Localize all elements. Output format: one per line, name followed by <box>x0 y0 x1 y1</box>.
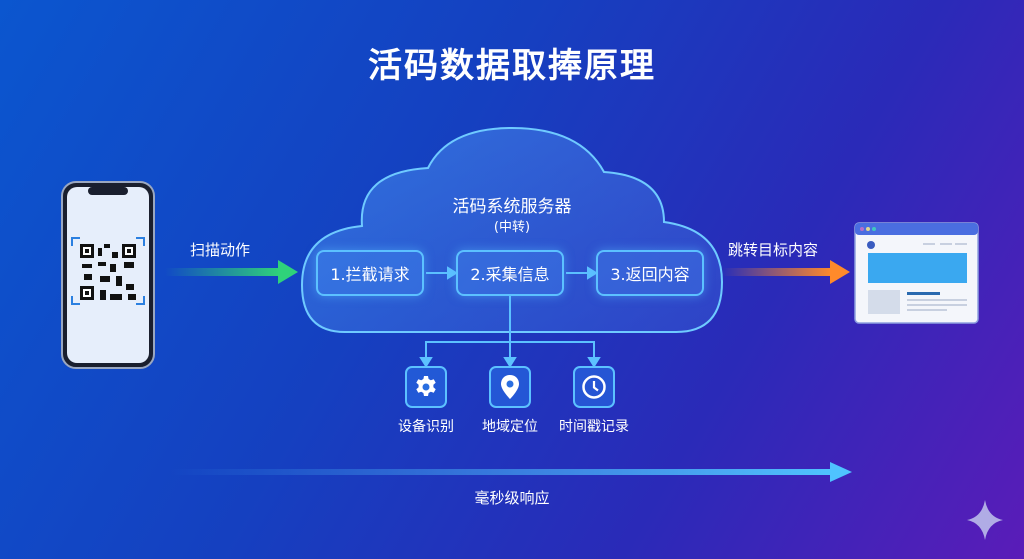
scan-arrow <box>165 260 298 284</box>
location-box <box>489 366 531 408</box>
browser-window-icon <box>854 222 979 324</box>
collect-label: 地域定位 <box>482 419 538 435</box>
page-title: 活码数据取捧原理 <box>368 46 656 86</box>
scan-action-label: 扫描动作 <box>190 241 251 259</box>
device-id-box <box>405 366 447 408</box>
collect-label: 设备识别 <box>398 419 454 435</box>
step-return-content: 3.返回内容 <box>596 250 704 296</box>
step-label: 2.采集信息 <box>470 265 550 284</box>
step-label: 3.返回内容 <box>610 265 690 284</box>
redirect-arrow <box>722 260 850 284</box>
cloud-shape <box>300 126 724 333</box>
server-subtitle: (中转) <box>493 220 531 235</box>
step-label: 1.拦截请求 <box>330 265 410 284</box>
phone-icon <box>61 181 155 369</box>
timestamp-box <box>573 366 615 408</box>
response-arrow <box>170 462 852 482</box>
step-collect-info: 2.采集信息 <box>456 250 564 296</box>
redirect-label: 跳转目标内容 <box>728 241 819 259</box>
gear-icon <box>416 376 436 396</box>
step-intercept-request: 1.拦截请求 <box>316 250 424 296</box>
location-pin-icon <box>501 375 519 399</box>
clock-icon <box>582 375 606 399</box>
server-title: 活码系统服务器 <box>452 197 572 217</box>
sparkle-icon <box>967 500 1003 540</box>
collect-label: 时间戳记录 <box>559 419 629 435</box>
response-speed-label: 毫秒级响应 <box>474 489 550 507</box>
